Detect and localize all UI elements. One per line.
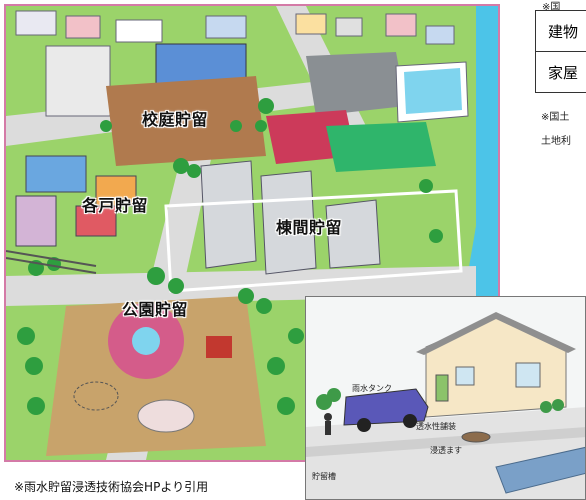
town-illustration: 校庭貯留 各戸貯留 棟間貯留 公園貯留 [4,4,500,462]
town-illustration-drawing [6,6,498,460]
table-row: 建物 [535,10,586,52]
label-storage-tank: 貯留槽 [312,472,336,481]
label-household-storage: 各戸貯留 [82,196,149,215]
label-permeable-pavement: 透水性舗装 [416,422,456,431]
table-row: 家屋 [535,51,586,93]
label-infiltration-basin: 浸透ます [430,446,462,455]
label-park-storage: 公園貯留 [122,300,189,319]
label-between-buildings-storage: 棟間貯留 [276,218,343,237]
side-note-line1: ※国土 [541,112,570,123]
side-note-line2: 土地利 [541,136,571,147]
citation-text: ※雨水貯留浸透技術協会HPより引用 [14,480,209,494]
table-cell: 家屋 [535,51,586,93]
label-schoolyard-storage: 校庭貯留 [142,110,209,129]
label-rain-tank: 雨水タンク [352,384,392,393]
side-header-note: ※国 [542,2,561,13]
house-system-drawing [306,297,585,499]
table-cell: 建物 [535,10,586,52]
house-system-inset: 雨水タンク 透水性舗装 浸透ます 貯留槽 [305,296,586,500]
side-table: 建物 家屋 [535,10,586,93]
